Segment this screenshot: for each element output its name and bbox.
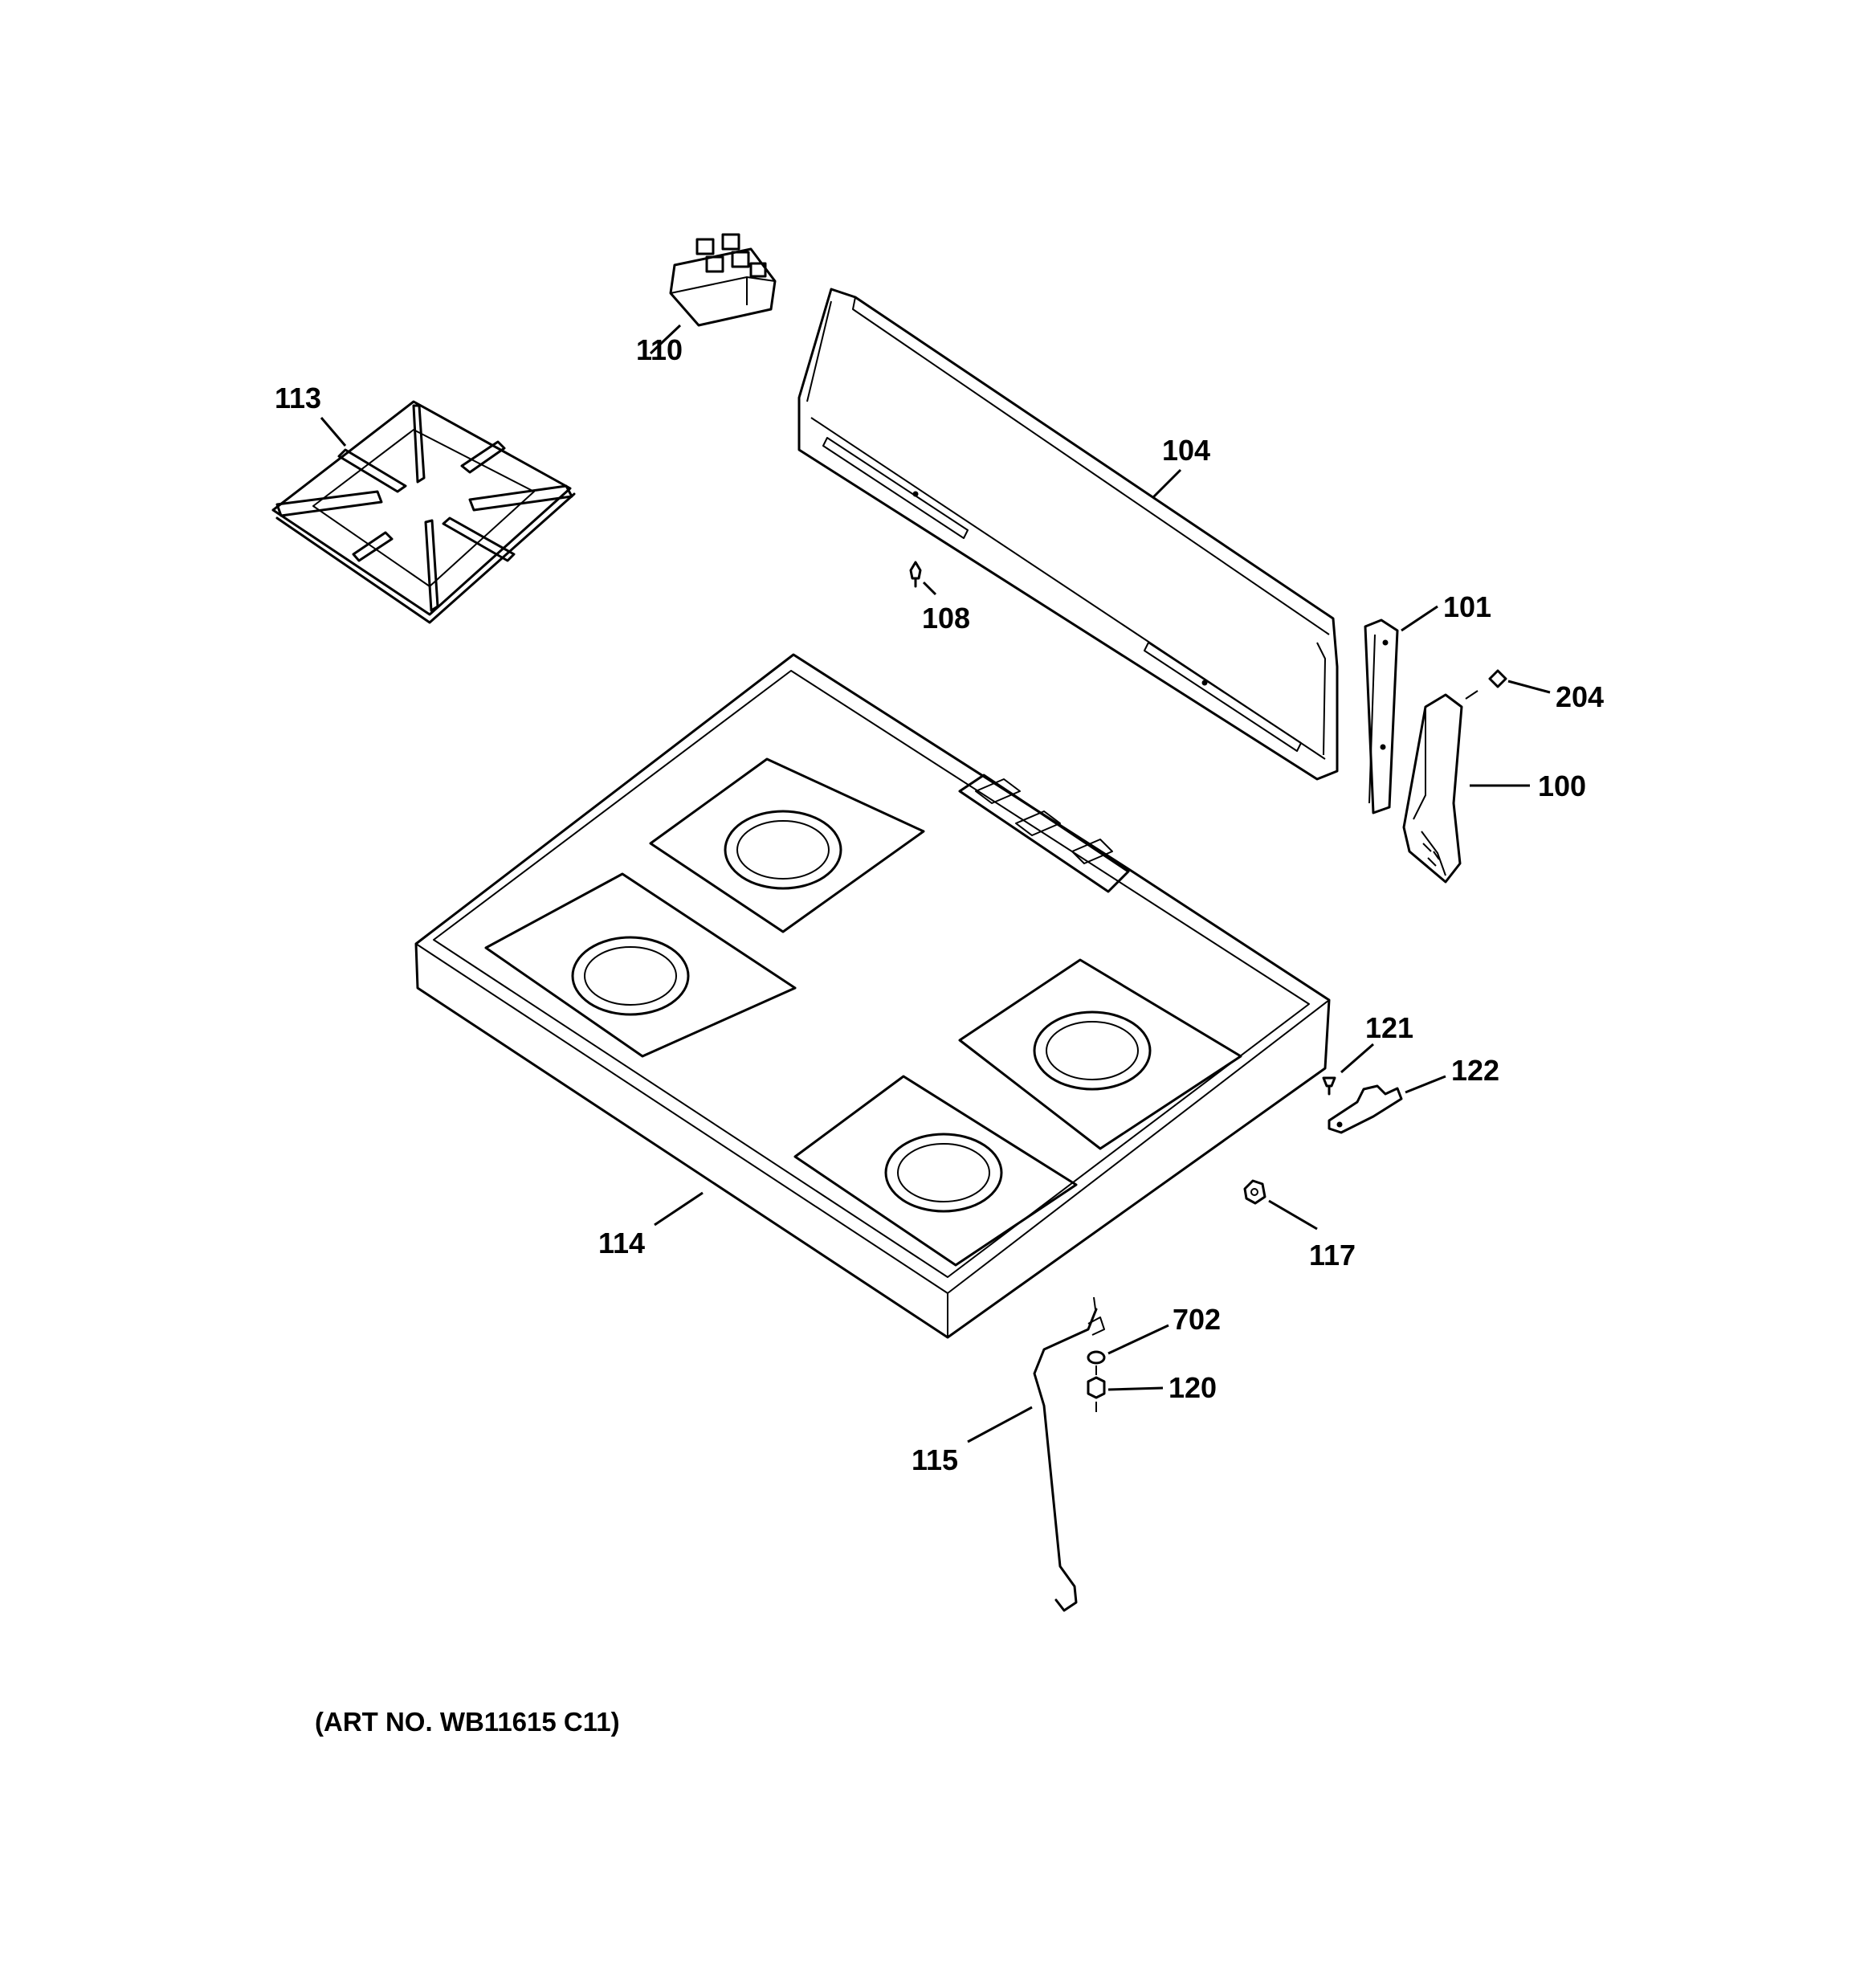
callout-204: 204: [1556, 680, 1604, 713]
callout-114: 114: [598, 1227, 645, 1259]
callout-122: 122: [1451, 1054, 1499, 1087]
leader-lines: [320, 324, 1551, 1443]
part-204-screw: [1465, 669, 1507, 700]
callout-108: 108: [922, 602, 970, 635]
part-110-terminal-block: [669, 233, 777, 327]
callout-121: 121: [1365, 1011, 1413, 1044]
part-121-screw: [1322, 1076, 1336, 1096]
callout-100: 100: [1538, 769, 1586, 802]
part-108-screw: [909, 561, 922, 588]
part-104-backsplash: [797, 288, 1339, 781]
part-100-end-cap: [1402, 693, 1463, 884]
callout-115: 115: [912, 1443, 958, 1476]
callout-104: 104: [1162, 434, 1210, 467]
callout-120: 120: [1169, 1371, 1217, 1404]
callout-101: 101: [1443, 590, 1491, 623]
part-122-bracket: [1328, 1084, 1403, 1134]
part-101-side-trim: [1364, 618, 1399, 814]
part-702-washer: [1087, 1350, 1106, 1375]
part-117-nut: [1243, 1179, 1266, 1205]
part-114-cooktop: [414, 653, 1331, 1339]
callout-117: 117: [1309, 1239, 1356, 1272]
callout-702: 702: [1173, 1303, 1221, 1336]
callout-113: 113: [275, 382, 321, 414]
part-115-support-rod: [1033, 1296, 1105, 1612]
part-113-burner-grate: [271, 400, 576, 624]
art-number-caption: (ART NO. WB11615 C11): [315, 1707, 620, 1737]
callout-110: 110: [636, 333, 683, 366]
part-120-nut: [1087, 1376, 1106, 1412]
